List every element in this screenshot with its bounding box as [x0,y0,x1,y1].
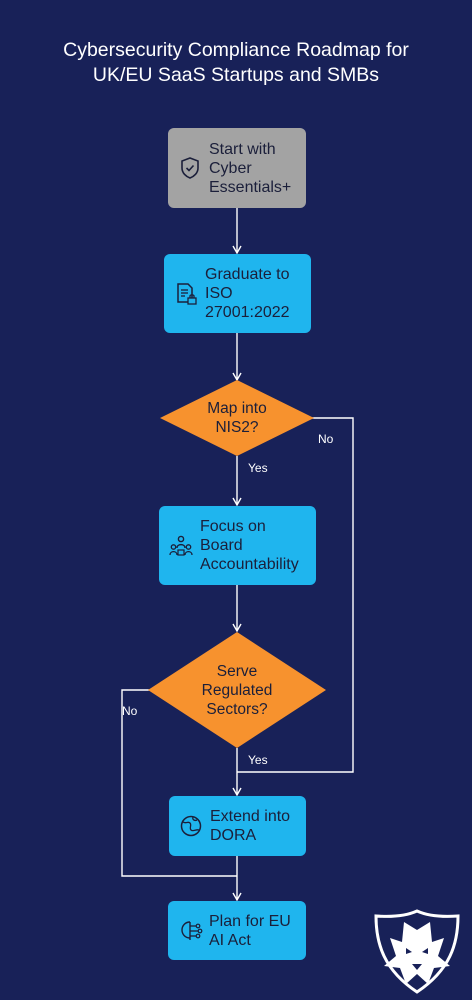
title-line-2: UK/EU SaaS Startups and SMBs [92,64,380,86]
node-iso-label: Graduate to ISO 27001:2022 [205,266,290,321]
wolf-shield-logo [374,909,460,994]
decision-regulated [148,632,326,748]
title-line-1: Cybersecurity Compliance Roadmap for [63,39,409,61]
shield-check-icon [177,155,203,181]
document-lock-icon [173,281,199,307]
edge-label-nis2-yes: Yes [248,461,268,475]
edge-label-nis2-no: No [318,432,334,446]
node-start: Start with Cyber Essentials+ [168,128,306,208]
globe-icon [178,813,204,839]
decision-nis2-label: Map into NIS2? [207,400,267,436]
team-icon [168,533,194,559]
decision-regulated-label: Serve Regulated Sectors? [201,663,273,718]
diagram-title: Cybersecurity Compliance Roadmap for UK/… [0,38,472,88]
circuit-icon [177,918,203,944]
decision-nis2 [160,380,314,456]
edge-regulated-no [121,689,237,877]
node-ai-act-label: Plan for EU AI Act [209,912,291,949]
node-board: Focus on Board Accountability [159,506,316,585]
node-start-label: Start with Cyber Essentials+ [209,140,292,196]
node-dora: Extend into DORA [169,796,306,856]
edge-nis2-no [237,417,354,773]
edge-label-regulated-yes: Yes [248,753,268,767]
node-board-label: Focus on Board Accountability [200,518,299,573]
node-ai-act: Plan for EU AI Act [168,901,306,960]
node-iso: Graduate to ISO 27001:2022 [164,254,311,333]
node-dora-label: Extend into DORA [210,808,291,844]
edge-label-regulated-no: No [122,704,138,718]
